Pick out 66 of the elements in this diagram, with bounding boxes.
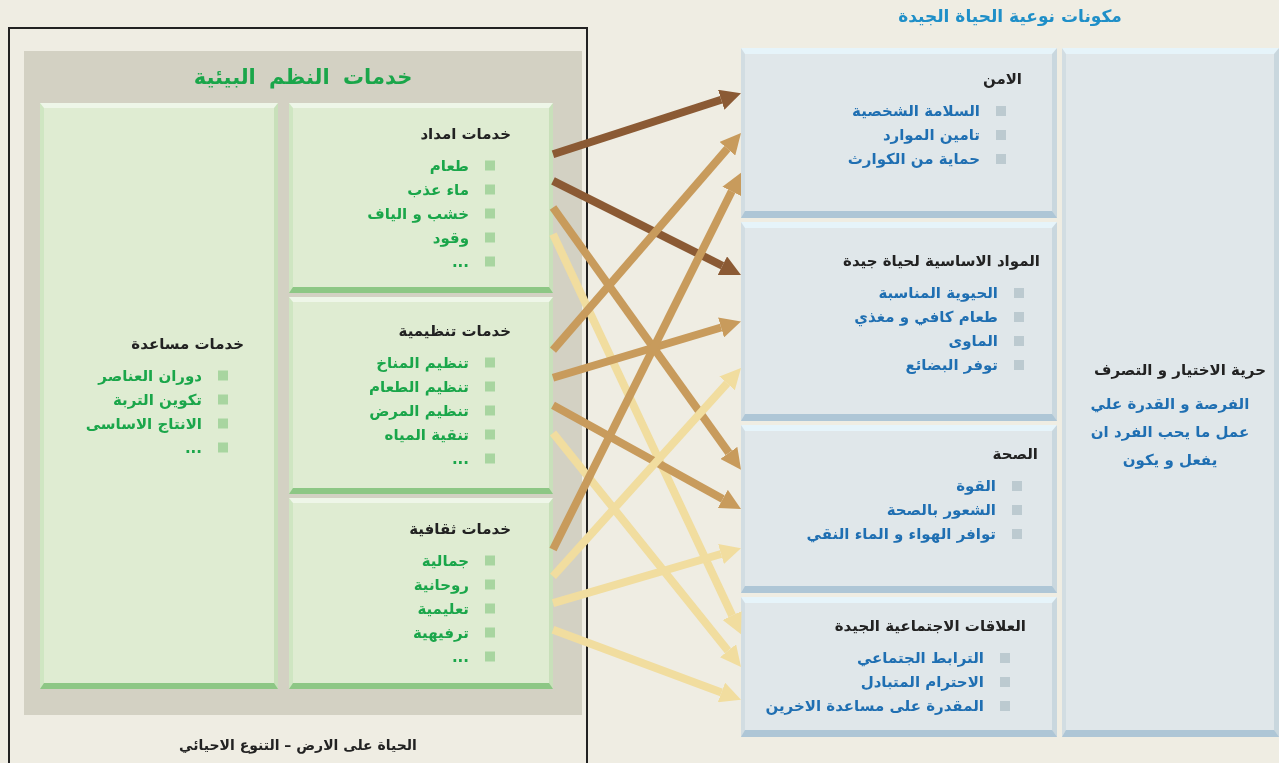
- list-item: جمالية: [421, 551, 469, 570]
- service-box: [40, 103, 278, 689]
- list-item: الاحترام المتبادل: [860, 673, 984, 691]
- list-item: الانتاج الاساسى: [85, 414, 202, 432]
- list-item: توافر الهواء و الماء النقي: [806, 525, 996, 543]
- list-item: تعليمية: [417, 599, 469, 618]
- list-item: ...: [451, 449, 469, 468]
- list-item: خشب و الياف: [367, 204, 469, 222]
- wellbeing-box: [1062, 48, 1279, 737]
- list-item: تنظيم الطعام: [369, 377, 469, 396]
- wellbeing-box: [741, 425, 1057, 593]
- list-item: ...: [184, 438, 202, 456]
- arrow: [549, 430, 741, 667]
- arrow: [549, 205, 741, 470]
- section-title: مكونات نوعية الحياة الجيدة: [897, 6, 1123, 26]
- list-item: طعام: [429, 156, 469, 174]
- list-item: تنظيم المناخ: [376, 353, 469, 372]
- arrow: [551, 177, 741, 276]
- wellbeing-box: [741, 597, 1057, 737]
- arrow: [550, 367, 741, 579]
- list-item: روحانية: [413, 575, 469, 594]
- arrow: [551, 89, 741, 159]
- list-item: ماء عذب: [407, 180, 469, 198]
- service-box: [289, 297, 553, 494]
- arrow: [549, 133, 741, 353]
- list-item: المقدرة على مساعدة الاخرين: [765, 697, 984, 715]
- arrow: [549, 232, 742, 635]
- box-heading: حرية الاختيار و التصرف: [1093, 360, 1267, 381]
- arrow: [549, 172, 741, 552]
- list-item: توفر البضائع: [905, 356, 998, 374]
- service-box: [289, 498, 553, 689]
- list-item: تنظيم المرض: [369, 401, 469, 420]
- arrow: [551, 317, 741, 382]
- list-item: الحيوية المناسبة: [878, 284, 998, 302]
- list-item: حماية من الكوارث: [847, 150, 980, 168]
- box-heading: الصحة: [991, 444, 1038, 465]
- list-item: الماوى: [948, 332, 998, 350]
- list-item: الترابط الجتماعي: [856, 649, 984, 667]
- list-item: طعام كافي و مغذي: [854, 308, 998, 326]
- arrow: [551, 626, 741, 703]
- list-item: الشعور بالصحة: [886, 501, 996, 519]
- box-heading: الامن: [981, 69, 1022, 90]
- frame-caption: الحياة على الارض – التنوع الاحيائي: [178, 737, 418, 753]
- arrow: [551, 544, 741, 607]
- arrow: [551, 401, 741, 509]
- wellbeing-box: [741, 48, 1057, 218]
- list-item: وقود: [432, 228, 469, 246]
- list-item: تكوين التربة: [112, 390, 202, 408]
- list-item: القوة: [956, 477, 996, 495]
- list-item: دوران العناصر: [98, 366, 202, 384]
- box-heading: العلاقات الاجتماعية الجيدة: [833, 616, 1026, 637]
- box-heading: خدمات تنظيمية: [397, 320, 511, 342]
- box-heading: خدمات امداد: [419, 123, 511, 144]
- box-heading: خدمات ثقافية: [408, 518, 511, 540]
- service-box: [289, 103, 553, 293]
- list-item: ترفيهية: [412, 623, 469, 642]
- list-item: ...: [451, 252, 469, 270]
- box-heading: المواد الاساسية لحياة جيدة: [842, 251, 1040, 272]
- list-item: تامين الموارد: [882, 126, 980, 144]
- wellbeing-box: [741, 222, 1057, 421]
- box-text: الفرصة و القدرة علي عمل ما يحب الفرد ان يفعل و يكون: [1089, 394, 1251, 471]
- panel-title: خدمات النظم البيئية: [192, 65, 414, 89]
- box-heading: خدمات مساعدة: [130, 333, 244, 354]
- list-item: السلامة الشخصية: [852, 102, 980, 120]
- list-item: تنقية المياه: [384, 425, 469, 444]
- list-item: ...: [451, 647, 469, 666]
